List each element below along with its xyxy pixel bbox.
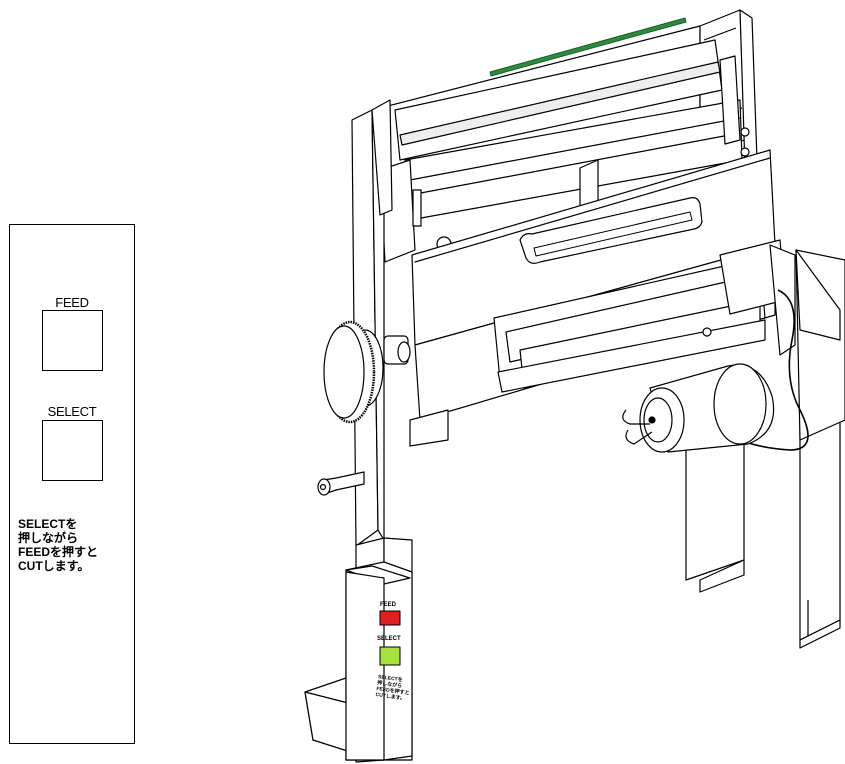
top-strip: [489, 17, 687, 77]
mini-feed-button[interactable]: [379, 610, 401, 626]
cut-instruction-line: CUTします。: [18, 559, 90, 573]
select-button[interactable]: [42, 420, 103, 481]
cutter-tray: [493, 239, 786, 393]
printer-unit-illustration: FEED SELECT SELECTを 押しながら FEEDを押すと CUTしま…: [304, 9, 845, 763]
cut-instruction-line: FEEDを押すと: [18, 545, 99, 559]
cut-instruction: SELECTを 押しながら FEEDを押すと CUTします。: [18, 517, 98, 573]
mini-note-line: 押しながら: [377, 679, 403, 689]
control-panel-enlarged: FEED SELECT SELECTを 押しながら FEEDを押すと CUTしま…: [9, 224, 135, 744]
mini-select-button[interactable]: [379, 646, 401, 666]
cutter-motor: [622, 363, 775, 453]
feed-button[interactable]: [42, 310, 103, 371]
cut-instruction-line: SELECTを: [18, 517, 78, 531]
roller-assembly: [379, 39, 750, 263]
side-bracket: [739, 244, 845, 451]
select-label: SELECT: [47, 404, 97, 419]
cut-instruction-line: 押しながら: [18, 531, 79, 545]
mini-note-line: CUTします。: [375, 691, 405, 702]
feed-label: FEED: [55, 295, 89, 310]
mini-select-label: SELECT: [377, 636, 401, 642]
adjustment-knob: [323, 320, 411, 424]
mini-control-panel: FEED SELECT SELECTを 押しながら FEEDを押すと CUTしま…: [345, 571, 410, 761]
mini-feed-label: FEED: [380, 602, 397, 608]
mini-note-line: FEEDを押すと: [376, 685, 410, 697]
thumb-screw: [317, 471, 365, 496]
mini-note-line: SELECTを: [378, 673, 403, 683]
left-side-plate: [351, 99, 449, 547]
